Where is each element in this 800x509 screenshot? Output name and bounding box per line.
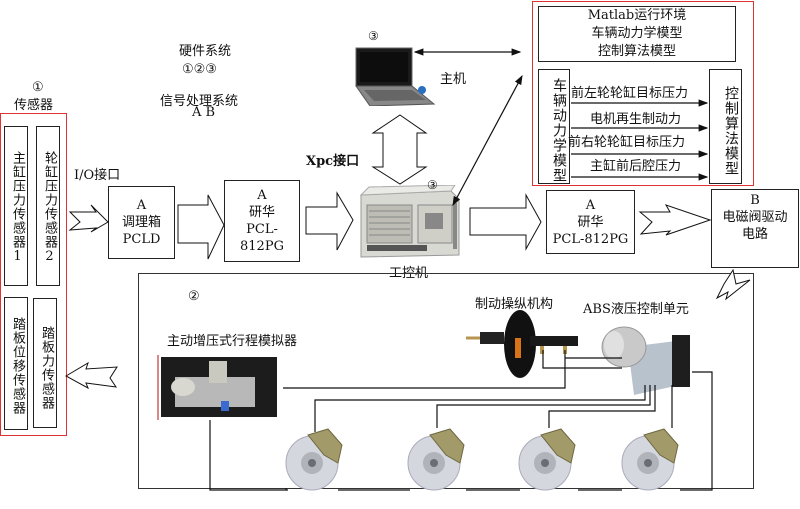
pedal-simulator-photo [157, 355, 277, 420]
signal-arrow-daq-to-valve [638, 204, 712, 236]
signal-master-cylinder: 主缸前后腔压力 [590, 159, 682, 174]
signal-motor-regen: 电机再生制动力 [590, 112, 682, 127]
daq-right-tag: A [585, 197, 596, 213]
brake-booster [462, 308, 582, 380]
pedal-simulator-label: 主动增压式行程模拟器 [167, 334, 298, 349]
signal-front-left-target: 前左轮轮缸目标压力 [571, 86, 689, 101]
conditioning-box-name: 调理箱 [121, 215, 161, 230]
hardware-area [138, 273, 754, 489]
matlab-environment: Matlab运行环境 车辆动力学模型 控制算法模型 [538, 6, 736, 62]
matlab-line2: 车辆动力学模型 [591, 26, 683, 41]
conditioning-box: A 调理箱 PCLD [108, 186, 175, 259]
pedal-force-sensor: 踏板力传感器 [33, 298, 57, 428]
hardware-system-marks: ①②③ [182, 62, 217, 77]
block-arrow-ipc-to-daq [469, 193, 542, 251]
double-arrow-xpc [371, 114, 428, 185]
ipc-matlab-link [452, 74, 523, 207]
hardware-system-title: 硬件系统 [179, 44, 232, 59]
brake-disc-icon [285, 428, 343, 491]
signal-arrow-to-pedal-sensors [64, 361, 118, 390]
hardware-area-mark: ② [188, 289, 200, 304]
daq-right-brand: 研华 [577, 214, 604, 230]
brake-control-label: 制动操纵机构 [475, 297, 554, 312]
brake-disc-wheel [284, 425, 346, 491]
brake-disc-wheel [406, 425, 468, 491]
conditioning-box-model: PCLD [122, 232, 161, 247]
valve-driver-line2: 电路 [741, 227, 768, 242]
signal-front-right-target: 前右轮轮缸目标压力 [568, 135, 686, 150]
pedal-displacement-sensor: 踏板位移传感器 [4, 297, 28, 430]
abs-unit-icon [601, 326, 690, 395]
sensor-mark: ① [32, 80, 44, 95]
io-interface-label: I/O接口 [74, 168, 121, 183]
signal-system-marks: A B [192, 105, 216, 120]
brake-disc-icon [407, 428, 465, 491]
industrial-pc-mark: ③ [427, 178, 438, 192]
brake-booster-icon [466, 310, 578, 378]
brake-disc-wheel [517, 425, 579, 491]
host-laptop [352, 46, 437, 107]
daq-right-model: PCL-812PG [552, 231, 629, 247]
simulator-image-icon [157, 355, 277, 420]
block-arrow-daq-to-ipc [305, 191, 354, 251]
daq-left-tag: A [257, 188, 267, 203]
sensor-group-title: 传感器 [14, 98, 54, 113]
daq-left-model-1: PCL- [246, 222, 278, 237]
block-arrow-pcld-to-daq [177, 194, 225, 260]
industrial-pc-icon [359, 184, 460, 258]
valve-driver-line1: 电磁阀驱动 [722, 210, 788, 225]
abs-unit-label: ABS液压控制单元 [583, 302, 689, 317]
daq-left-brand: 研华 [248, 205, 275, 220]
matlab-group [532, 1, 754, 186]
solenoid-valve-driver: B 电磁阀驱动 电路 [711, 189, 799, 268]
daq-card-right: A 研华 PCL-812PG [546, 190, 635, 254]
abs-hydraulic-unit [600, 323, 692, 398]
daq-card-left: A 研华 PCL- 812PG [224, 180, 300, 262]
industrial-pc [355, 184, 460, 260]
xpc-interface-label: Xpc接口 [306, 154, 360, 169]
wheel-cylinder-pressure-sensor: 轮缸压力传感器2 [36, 126, 60, 286]
signal-arrow-sensors-to-pcld [68, 204, 109, 233]
brake-disc-icon [518, 428, 576, 491]
daq-left-model-2: 812PG [240, 239, 284, 254]
host-label: 主机 [440, 72, 467, 87]
valve-driver-tag: B [750, 193, 760, 208]
master-cylinder-pressure-sensor: 主缸压力传感器1 [4, 126, 28, 286]
laptop-icon [355, 47, 436, 107]
matlab-line1: Matlab运行环境 [587, 8, 687, 23]
signal-system-title: 信号处理系统 [160, 94, 239, 109]
sensor-group [0, 113, 67, 436]
vehicle-dynamics-model: 车辆动力学模型 [538, 69, 570, 184]
host-mark: ③ [368, 29, 379, 43]
conditioning-box-tag: A [136, 198, 147, 213]
brake-disc-icon [621, 428, 679, 491]
control-algorithm-model: 控制算法模型 [709, 69, 742, 184]
matlab-line3: 控制算法模型 [597, 44, 676, 59]
brake-disc-wheel [620, 425, 682, 491]
